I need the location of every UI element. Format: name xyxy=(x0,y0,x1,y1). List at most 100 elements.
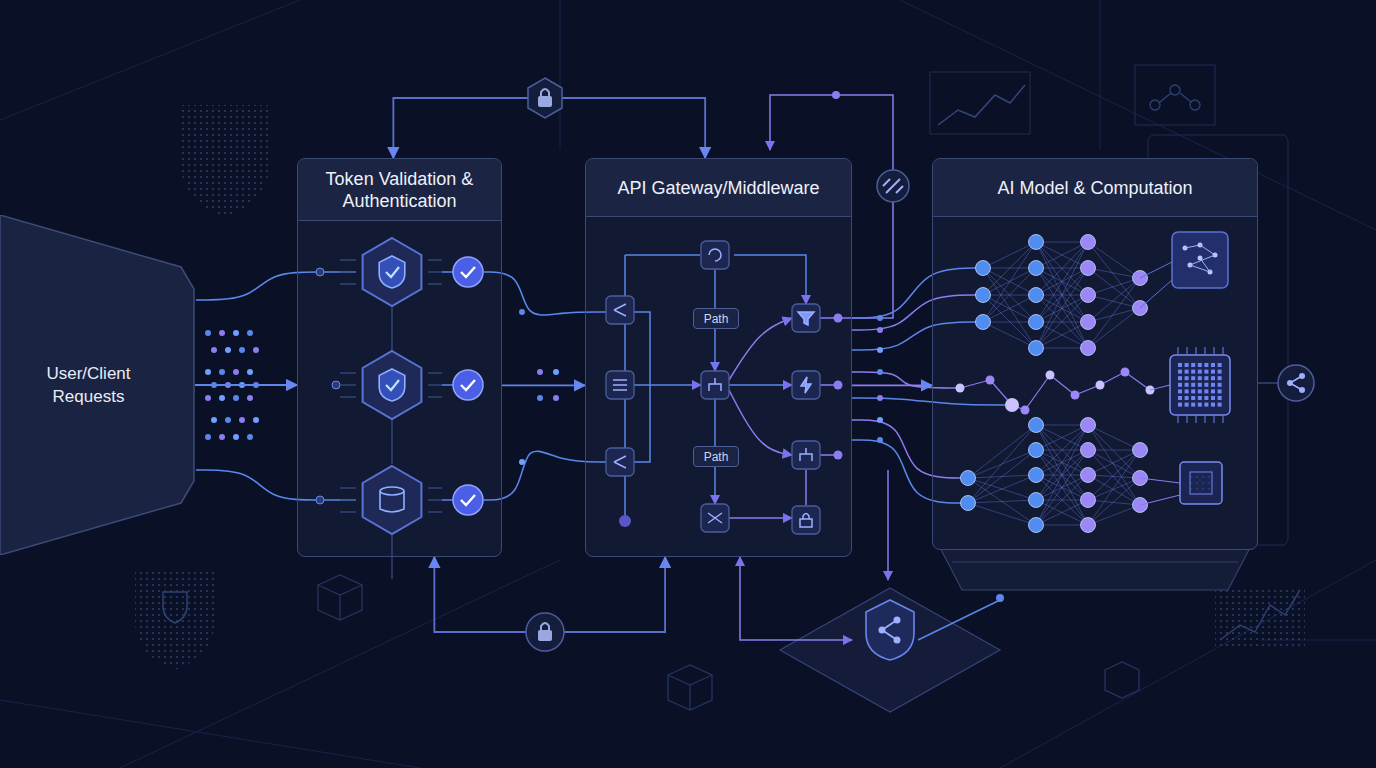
icon-glyph xyxy=(798,312,814,325)
circuit-trace xyxy=(340,259,356,260)
entry-outline xyxy=(0,215,195,555)
lock-circle xyxy=(526,613,564,651)
net-link xyxy=(1125,372,1150,390)
chip-cell xyxy=(1204,389,1208,393)
gateway-wire xyxy=(729,318,792,380)
net-node xyxy=(1029,518,1044,533)
check-badge xyxy=(453,485,483,515)
check-mark xyxy=(386,380,399,390)
net-node xyxy=(1029,468,1044,483)
net-link xyxy=(968,475,1036,503)
connector xyxy=(852,385,932,387)
chip-cell xyxy=(1178,363,1182,367)
net-link xyxy=(1088,450,1140,525)
net-node xyxy=(1029,418,1044,433)
data-dot xyxy=(233,369,239,375)
gateway-icon xyxy=(792,441,820,469)
circuit-trace xyxy=(428,372,442,373)
panel-header: AI Model & Computation xyxy=(933,159,1257,217)
net-link xyxy=(968,500,1036,503)
net-link xyxy=(1088,425,1140,478)
panel-fill xyxy=(297,158,502,557)
icon-glyph xyxy=(800,448,812,461)
net-node xyxy=(1071,391,1080,400)
net-node xyxy=(1081,261,1096,276)
grid-line xyxy=(0,0,300,120)
path-box: Path xyxy=(693,308,739,329)
chip-cell xyxy=(1198,383,1202,387)
connector xyxy=(195,384,297,386)
icon-glyph xyxy=(709,249,721,261)
data-dot xyxy=(239,417,245,423)
model-input-line xyxy=(852,295,983,330)
check-badge xyxy=(453,370,483,400)
net-node xyxy=(1029,493,1044,508)
data-dot xyxy=(225,347,231,353)
chip-cell xyxy=(1204,376,1208,380)
net-link xyxy=(1088,450,1140,475)
circuit-trace xyxy=(391,419,392,464)
gateway-panel: API Gateway/MiddlewarePathPath xyxy=(585,158,852,557)
net-link xyxy=(1088,308,1140,348)
database-icon xyxy=(380,491,404,512)
chip-cell xyxy=(1198,363,1202,367)
data-dot xyxy=(219,369,225,375)
share-dot xyxy=(879,627,886,634)
gateway-wiring xyxy=(606,241,843,534)
panel-header: API Gateway/Middleware xyxy=(586,159,851,217)
chip-cell xyxy=(1185,403,1189,407)
data-dot xyxy=(247,395,253,401)
port-dot xyxy=(834,451,843,460)
model-panel: AI Model & Computation xyxy=(932,158,1258,550)
check-badge xyxy=(453,257,483,287)
faint-window xyxy=(1135,65,1215,125)
model-input-line xyxy=(852,440,968,503)
chip-cell xyxy=(1178,396,1182,400)
net-node xyxy=(976,261,991,276)
request-line xyxy=(196,470,356,500)
model-input-line xyxy=(852,268,983,318)
shield-icon xyxy=(379,369,405,401)
data-dot xyxy=(225,417,231,423)
circuit-trace xyxy=(340,384,356,385)
share-glyph xyxy=(879,617,901,644)
gateway-icon xyxy=(606,371,634,399)
faint-network-icon xyxy=(1150,85,1200,110)
net-node xyxy=(1096,381,1105,390)
net-link xyxy=(1036,425,1088,450)
chip-pin xyxy=(1186,347,1187,423)
lock-badge xyxy=(528,78,562,118)
circuit-trace xyxy=(428,271,442,272)
net-link xyxy=(1088,242,1140,308)
shield-icon xyxy=(379,256,405,288)
chip-cell xyxy=(1218,363,1222,367)
connector xyxy=(502,385,585,387)
net-link xyxy=(983,295,1036,348)
check-mark xyxy=(461,267,475,277)
chip-cell xyxy=(1198,376,1202,380)
net-link xyxy=(1036,500,1088,525)
link-badge xyxy=(877,170,909,202)
chip-cell xyxy=(1178,376,1182,380)
share-dot xyxy=(1299,387,1305,393)
gateway-icon xyxy=(792,304,820,332)
circuit-trace xyxy=(340,511,356,512)
chip-cell xyxy=(1204,383,1208,387)
icon-glyph xyxy=(614,304,626,316)
icon-glyph xyxy=(800,514,812,528)
data-dot xyxy=(537,395,543,401)
circuit-trace xyxy=(340,499,356,500)
net-node xyxy=(1021,406,1030,415)
chip-link xyxy=(1200,258,1210,272)
faint-chart xyxy=(1215,590,1305,650)
data-dot xyxy=(253,347,259,353)
data-dot xyxy=(877,369,883,375)
port-dot xyxy=(316,268,324,276)
gateway-wire xyxy=(634,384,701,386)
net-link xyxy=(1036,268,1088,348)
check-link xyxy=(442,271,453,273)
net-link xyxy=(1036,450,1088,525)
